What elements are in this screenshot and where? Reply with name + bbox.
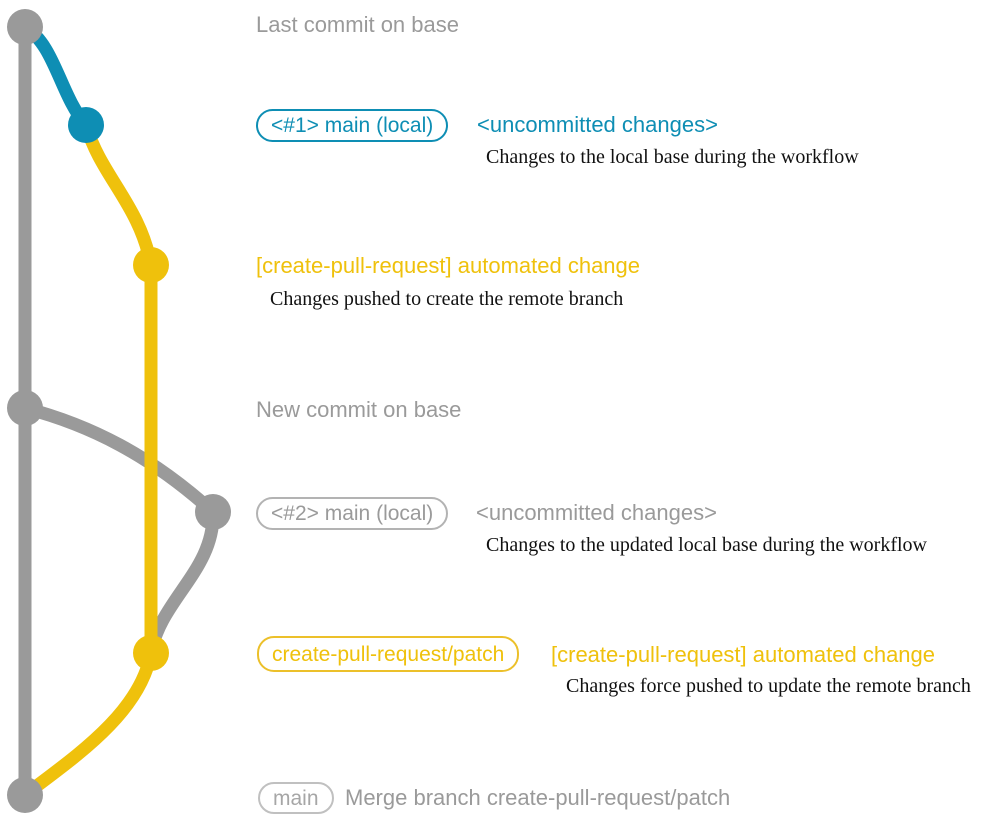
commit-node-remote-commit-1 [133,247,169,283]
row-label-local-main-2: <uncommitted changes> [476,500,717,525]
edge-base-to-local2 [18,401,220,519]
branch-badge-create-pull-request-patch[interactable]: create-pull-request/patch [257,636,520,672]
branch-badge-local-main-1[interactable]: <#1> main (local) [256,109,449,142]
commit-node-base-new [7,390,43,426]
branch-badge-main[interactable]: main [258,782,334,814]
commit-node-base-head [7,9,43,45]
row-label-automated-change-2: [create-pull-request] automated change [551,642,936,667]
row-subtext-automated-change-2: Changes force pushed to update the remot… [566,675,971,697]
row-label-last-commit-on-base: Last commit on base [256,12,459,37]
branch-badge-local-main-2[interactable]: <#2> main (local) [256,497,449,530]
commit-node-remote-commit-2 [133,635,169,671]
edge-remote2-to-merge [18,646,158,802]
row-subtext-automated-change-1: Changes pushed to create the remote bran… [270,288,624,310]
row-label-merge-commit: Merge branch create-pull-request/patch [345,785,731,810]
row-subtext-local-main-2: Changes to the updated local base during… [486,534,927,556]
row-label-local-main-1: <uncommitted changes> [477,112,718,137]
commit-node-local-commit-2 [195,494,231,530]
row-label-automated-change-1: [create-pull-request] automated change [256,253,641,278]
commit-nodes [7,9,231,813]
commit-node-merge [7,777,43,813]
row-subtext-local-main-1: Changes to the local base during the wor… [486,146,859,168]
commit-node-local-commit-1 [68,107,104,143]
row-label-new-commit-on-base: New commit on base [256,397,462,422]
